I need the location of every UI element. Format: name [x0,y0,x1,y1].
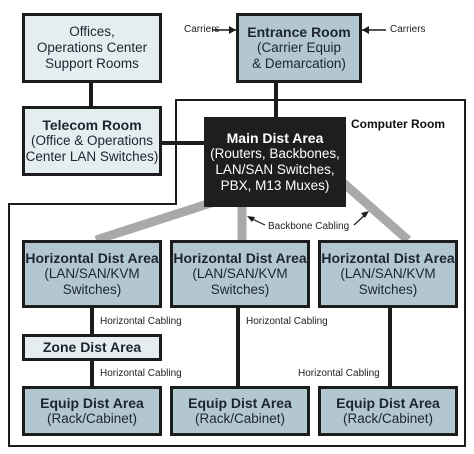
offices-line-1: Offices, [69,24,115,40]
offices-line-2: Operations Center [36,40,148,56]
main-dist-area-line-2: LAN/SAN Switches, [215,162,335,178]
equip-dist-area-left: Equip Dist Area (Rack/Cabinet) [22,386,162,436]
horizontal-dist-area-middle: Horizontal Dist Area (LAN/SAN/KVM Switch… [170,240,310,308]
eda-left-title: Equip Dist Area [40,394,144,411]
zone-dist-area-title: Zone Dist Area [42,339,142,356]
horizontal-cabling-label-left-lower: Horizontal Cabling [100,368,182,379]
telecom-room-line-1: (Office & Operations [30,133,154,149]
hda-left-title: Horizontal Dist Area [25,249,159,266]
eda-left-line-1: (Rack/Cabinet) [46,411,138,427]
entrance-room-title: Entrance Room [247,23,351,40]
entrance-room-box: Entrance Room (Carrier Equip & Demarcati… [236,13,362,83]
hda-mid-title: Horizontal Dist Area [173,249,307,266]
horizontal-cabling-label-mid: Horizontal Cabling [246,316,328,327]
carriers-left-label: Carriers [184,24,220,35]
entrance-room-line-1: (Carrier Equip [256,40,342,56]
backbone-right [337,176,411,244]
backbone-left [94,197,216,245]
main-dist-area-line-3: PBX, M13 Muxes) [220,178,330,194]
horizontal-dist-area-left: Horizontal Dist Area (LAN/SAN/KVM Switch… [22,240,162,308]
backbone-cabling-label: Backbone Cabling [268,221,350,232]
horizontal-cabling-label-left-upper: Horizontal Cabling [100,316,182,327]
telecom-room-box: Telecom Room (Office & Operations Center… [22,106,162,176]
hda-left-line-2: Switches) [62,282,122,298]
hda-mid-line-2: Switches) [210,282,270,298]
hda-right-line-1: (LAN/SAN/KVM [340,266,436,282]
entrance-room-line-2: & Demarcation) [252,56,346,72]
main-dist-area-line-1: (Routers, Backbones, [210,146,340,162]
hda-right-title: Horizontal Dist Area [321,249,455,266]
hda-right-line-2: Switches) [358,282,418,298]
equip-dist-area-middle: Equip Dist Area (Rack/Cabinet) [170,386,310,436]
eda-right-line-1: (Rack/Cabinet) [342,411,434,427]
telecom-room-title: Telecom Room [42,116,142,133]
eda-mid-line-1: (Rack/Cabinet) [194,411,286,427]
main-dist-area-title: Main Dist Area [226,129,324,146]
eda-right-title: Equip Dist Area [336,394,440,411]
carriers-right-label: Carriers [390,24,426,35]
horizontal-cabling-label-right: Horizontal Cabling [298,368,380,379]
equip-dist-area-right: Equip Dist Area (Rack/Cabinet) [318,386,458,436]
computer-room-outline [8,99,466,447]
hda-left-line-1: (LAN/SAN/KVM [44,266,140,282]
offices-line-3: Support Rooms [45,55,139,71]
eda-mid-title: Equip Dist Area [188,394,292,411]
offices-box: Offices, Operations Center Support Rooms [22,13,162,83]
main-dist-area-box: Main Dist Area (Routers, Backbones, LAN/… [204,117,346,207]
hda-mid-line-1: (LAN/SAN/KVM [192,266,288,282]
computer-room-label: Computer Room [351,117,445,131]
telecom-room-line-2: Center LAN Switches) [25,149,159,165]
horizontal-dist-area-right: Horizontal Dist Area (LAN/SAN/KVM Switch… [318,240,458,308]
zone-dist-area-box: Zone Dist Area [22,334,162,361]
